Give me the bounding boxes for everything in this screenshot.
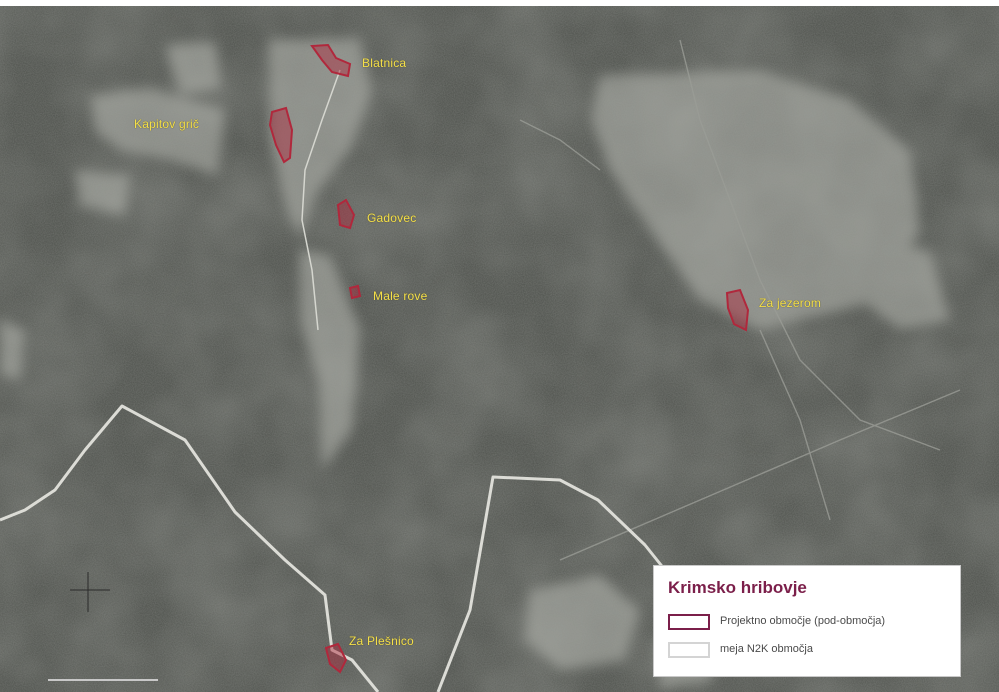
place-label-za-jezerom: Za jezerom (759, 296, 822, 310)
project-area-za-jezerom[interactable] (725, 288, 750, 332)
map-legend: Krimsko hribovje Projektno območje (pod-… (653, 565, 961, 677)
legend-swatch-project-area (668, 614, 710, 630)
project-area-blatnica[interactable] (310, 43, 352, 78)
place-label-za-plesnico: Za Plešnico (349, 634, 414, 648)
project-area-kapitov-gric[interactable] (268, 106, 294, 164)
project-area-gadovec[interactable] (336, 198, 356, 230)
place-label-blatnica: Blatnica (362, 56, 407, 70)
place-label-male-rove: Male rove (373, 289, 428, 303)
cross-marker (70, 572, 110, 612)
project-areas (268, 43, 750, 674)
scan-border-top (0, 0, 999, 6)
legend-title: Krimsko hribovje (668, 578, 807, 597)
legend-label-n2k-boundary: meja N2K območja (720, 643, 813, 655)
natura-2000-boundary (0, 404, 667, 692)
central-road (301, 69, 341, 331)
place-label-kapitov-gric: Kapitov grič (134, 117, 200, 131)
project-area-male-rove[interactable] (348, 284, 362, 300)
place-label-gadovec: Gadovec (367, 211, 417, 225)
project-area-za-plesnico[interactable] (324, 642, 348, 674)
legend-swatch-n2k-boundary (668, 642, 710, 658)
legend-label-project-area: Projektno območje (pod-območja) (720, 615, 886, 627)
